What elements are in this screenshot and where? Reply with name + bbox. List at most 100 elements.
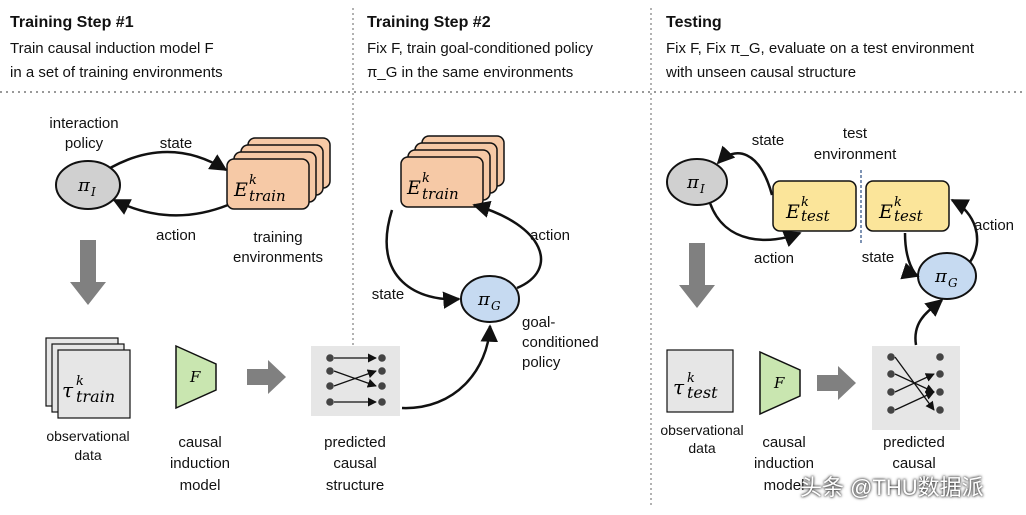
causal-model-test-label-line1: causal bbox=[762, 434, 806, 451]
goal-policy-label-line3: policy bbox=[522, 354, 561, 371]
action-label-test-right: action bbox=[973, 217, 1015, 234]
svg-text:G: G bbox=[948, 276, 958, 290]
section-title-step1: Training Step #1 bbox=[10, 14, 134, 31]
svg-text:k: k bbox=[422, 171, 430, 186]
svg-text:τ: τ bbox=[673, 375, 685, 399]
training-environments-stack: E k train bbox=[226, 137, 331, 210]
causal-model-label-line2: induction bbox=[169, 455, 231, 472]
observational-data-test-label-line1: observational bbox=[660, 422, 744, 438]
goal-policy-label-line1: goal- bbox=[522, 314, 556, 331]
svg-text:I: I bbox=[90, 185, 96, 199]
svg-text:E: E bbox=[233, 179, 248, 201]
predicted-structure-test-label-line2: causal bbox=[892, 455, 936, 472]
section-line2-testing: with unseen causal structure bbox=[666, 64, 857, 81]
predicted-structure-box-test bbox=[872, 346, 960, 430]
observational-data-test-label-line2: data bbox=[688, 440, 716, 456]
right-arrow-step1 bbox=[247, 360, 286, 394]
interaction-policy-label-line2: policy bbox=[64, 135, 104, 152]
watermark: 头条 @THU数据派 bbox=[800, 475, 984, 500]
predicted-structure-label-line2: causal bbox=[333, 455, 377, 472]
svg-text:F: F bbox=[773, 374, 785, 392]
predicted-structure-label-line3: structure bbox=[325, 477, 385, 494]
structure-to-policy-arrow-step2 bbox=[401, 324, 499, 410]
svg-text:E: E bbox=[878, 201, 893, 223]
state-arrow-test-left bbox=[716, 145, 774, 196]
svg-text:test: test bbox=[801, 207, 831, 225]
svg-text:π: π bbox=[934, 266, 948, 287]
svg-text:k: k bbox=[687, 371, 695, 386]
svg-text:test: test bbox=[687, 383, 718, 402]
goal-policy-label-line2: conditioned bbox=[522, 334, 599, 351]
section-title-testing: Testing bbox=[666, 14, 722, 31]
svg-text:k: k bbox=[76, 374, 84, 389]
test-environment-box-left: E k test bbox=[772, 180, 857, 232]
causal-induction-model-test: F bbox=[759, 350, 801, 416]
svg-text:I: I bbox=[699, 182, 705, 196]
svg-text:train: train bbox=[76, 387, 115, 406]
svg-text:π: π bbox=[686, 172, 700, 193]
state-label-step2: state bbox=[371, 286, 405, 303]
section-line1-step2: Fix F, train goal-conditioned policy bbox=[367, 40, 593, 57]
training-env-label-line1: training bbox=[253, 229, 303, 246]
svg-text:train: train bbox=[249, 187, 286, 205]
action-arrow-test-left bbox=[708, 202, 802, 247]
predicted-structure-test-label-line1: predicted bbox=[883, 434, 945, 451]
observational-data-stack-step1: τ k train bbox=[45, 337, 131, 419]
action-label-step1: action bbox=[155, 227, 197, 244]
svg-text:k: k bbox=[249, 173, 257, 188]
action-label-test-left: action bbox=[753, 250, 795, 267]
structure-to-policy-arrow-test bbox=[914, 298, 944, 346]
test-environment-box-right: E k test bbox=[865, 180, 950, 232]
causal-induction-model-step1: F bbox=[175, 344, 217, 410]
svg-text:test: test bbox=[894, 207, 924, 225]
action-arrow-step1 bbox=[112, 198, 229, 217]
action-arrow-test-right bbox=[950, 198, 979, 263]
svg-text:k: k bbox=[894, 195, 902, 210]
state-label-test-right: state bbox=[861, 249, 895, 266]
training-environments-stack-step2: E k train bbox=[400, 135, 505, 208]
section-line1-testing: Fix F, Fix π_G, evaluate on a test envir… bbox=[666, 40, 974, 57]
predicted-structure-label-line1: predicted bbox=[324, 434, 386, 451]
section-title-step2: Training Step #2 bbox=[367, 14, 491, 31]
section-line1-step1: Train causal induction model F bbox=[10, 40, 214, 57]
svg-text:F: F bbox=[189, 368, 201, 386]
down-arrow-step1 bbox=[70, 240, 106, 305]
training-env-label-line2: environments bbox=[232, 249, 324, 266]
svg-text:π: π bbox=[477, 289, 491, 310]
state-label-test-left: state bbox=[751, 132, 785, 149]
action-arrow-step2 bbox=[472, 200, 543, 290]
test-env-label-line2: environment bbox=[813, 146, 897, 163]
svg-text:G: G bbox=[491, 299, 501, 313]
svg-text:π: π bbox=[77, 175, 91, 196]
causal-model-test-label-line2: induction bbox=[753, 455, 815, 472]
observational-data-label-line2: data bbox=[74, 447, 102, 463]
state-label-step1: state bbox=[159, 135, 193, 152]
test-env-label-line1: test bbox=[842, 125, 868, 142]
interaction-policy-label-line1: interaction bbox=[49, 115, 119, 132]
action-label-step2: action bbox=[529, 227, 571, 244]
svg-text:E: E bbox=[406, 177, 421, 199]
section-line2-step1: in a set of training environments bbox=[10, 64, 223, 81]
causal-model-test-label-line3: model bbox=[763, 477, 805, 494]
causal-model-label-line3: model bbox=[179, 477, 221, 494]
state-arrow-test-right bbox=[900, 232, 920, 280]
predicted-structure-box-step1 bbox=[311, 346, 400, 416]
svg-text:E: E bbox=[785, 201, 800, 223]
svg-text:τ: τ bbox=[62, 378, 74, 402]
observational-data-label-line1: observational bbox=[46, 428, 130, 444]
section-line2-step2: π_G in the same environments bbox=[367, 64, 574, 81]
observational-data-box-test: τ k test bbox=[666, 349, 734, 413]
right-arrow-test bbox=[817, 366, 856, 400]
svg-text:train: train bbox=[422, 185, 459, 203]
state-arrow-step1 bbox=[109, 150, 228, 172]
causal-model-label-line1: causal bbox=[178, 434, 222, 451]
state-arrow-step2 bbox=[385, 209, 461, 309]
svg-text:k: k bbox=[801, 195, 809, 210]
down-arrow-test bbox=[679, 243, 715, 308]
